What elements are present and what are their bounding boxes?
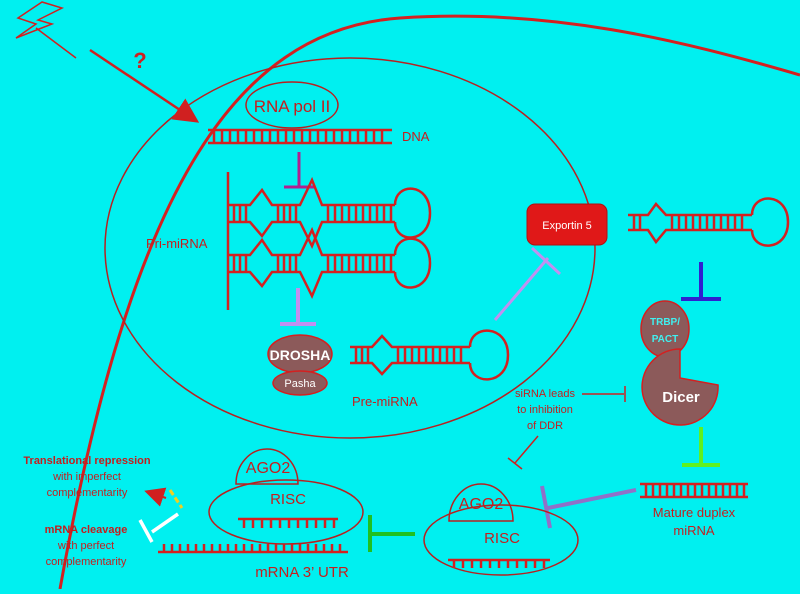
mrna-3-utr-strand <box>158 544 348 554</box>
repression-arrow <box>144 487 167 507</box>
cytoplasmic-pre-mirna <box>628 197 790 247</box>
risc-left-label: RISC <box>270 491 306 508</box>
nucleus <box>104 57 596 439</box>
stress-arrow <box>89 48 200 123</box>
sirna-dicer-inhibition <box>582 386 626 402</box>
trbp-label-line1: TRBP/ <box>650 317 680 328</box>
guide-strand-right <box>448 558 550 568</box>
drosha-inhibition-bar <box>280 288 316 326</box>
ago2-protein-left <box>235 448 299 485</box>
rna-pol-ii <box>245 81 339 129</box>
sirna-label-line2: to inhibition <box>517 404 573 416</box>
pri-mirna-label: Pri-miRNA <box>146 236 208 251</box>
pre-mirna-structure <box>350 329 510 381</box>
utr-label: mRNA 3’ UTR <box>255 564 349 581</box>
question-mark: ? <box>133 48 146 73</box>
mrna-cleavage-line3: complementarity <box>46 556 127 568</box>
dicer-protein <box>641 348 719 426</box>
ago2-protein-right <box>448 483 514 522</box>
ago2-right-label: AGO2 <box>459 496 504 513</box>
mrna-cleavage-title: mRNA cleavage <box>45 524 128 536</box>
ago2-left-label: AGO2 <box>246 460 291 477</box>
pre-mirna-label: Pre-miRNA <box>352 394 418 409</box>
translational-repression-title: Translational repression <box>23 455 150 467</box>
translational-repression-line3: complementarity <box>47 487 128 499</box>
dicer-label: Dicer <box>662 389 700 406</box>
trbp-pact-protein <box>640 300 690 358</box>
rna-pol-ii-label: RNA pol II <box>254 97 331 116</box>
sirna-ago2-inhibition <box>507 435 539 470</box>
repression-bar <box>168 489 184 509</box>
drosha-label: DROSHA <box>270 347 331 363</box>
risc-complex-left <box>208 479 364 545</box>
lightning-icon <box>15 1 77 59</box>
exportin-5-label: Exportin 5 <box>542 220 592 232</box>
sirna-label-line1: siRNA leads <box>515 388 575 400</box>
dicer-inhibition-bar <box>681 262 721 301</box>
dna-strand <box>208 128 392 145</box>
risc-right-label: RISC <box>484 530 520 547</box>
targeting-bar <box>368 515 415 552</box>
sirna-label-line3: of DDR <box>527 420 563 432</box>
mrna-cleavage-line2: with perfect <box>57 540 114 552</box>
maturation-bar <box>682 427 720 467</box>
cleavage-bar <box>138 512 179 543</box>
exportin-5-protein <box>526 203 608 246</box>
pri-mirna-structure <box>226 172 432 310</box>
pasha-protein <box>272 370 328 396</box>
translational-repression-line2: with imperfect <box>52 471 121 483</box>
mature-label-line2: miRNA <box>673 523 714 538</box>
guide-strand-left <box>238 517 338 528</box>
exportin-inhibition-bar <box>493 246 562 321</box>
risc-complex-right <box>423 504 579 576</box>
pasha-label: Pasha <box>284 378 316 390</box>
mature-label-line1: Mature duplex <box>653 505 736 520</box>
mature-duplex-mirna <box>640 482 748 499</box>
dna-label: DNA <box>402 129 430 144</box>
risc-loading-bar <box>540 485 637 529</box>
trbp-label-line2: PACT <box>652 334 678 345</box>
transcription-inhibition-bar <box>284 152 314 189</box>
cell-membrane <box>58 14 800 590</box>
